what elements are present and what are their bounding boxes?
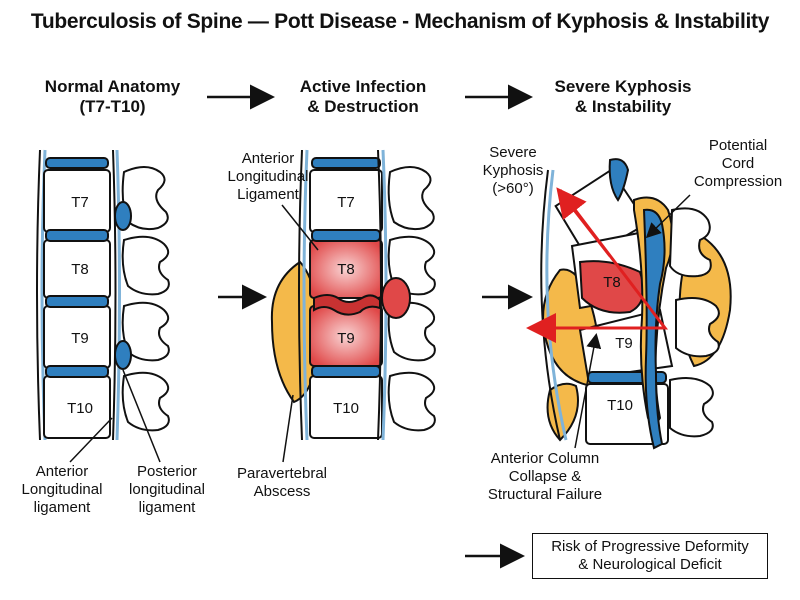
leader-line [69, 417, 113, 463]
intervertebral-disc [45, 295, 109, 308]
infection-spine [270, 149, 436, 441]
label-posterior-ligament-normal: Posterior longitudinal ligament [112, 463, 222, 517]
risk-line: Risk of Progressive Deformity [551, 538, 749, 555]
label-paravertebral-abscess: Paravertebral Abscess [222, 465, 342, 501]
leader-line [282, 394, 294, 463]
vertebra-label: T8 [603, 274, 621, 291]
vertebra-label: T7 [71, 194, 89, 211]
label-line: Posterior [136, 463, 198, 480]
label-severe-kyphosis: Severe Kyphosis (>60°) [468, 144, 558, 198]
diagram-title: Tuberculosis of Spine — Pott Disease - M… [30, 10, 770, 33]
label-line: Potential [708, 137, 768, 154]
label-line: Anterior Column [490, 450, 600, 467]
label-line: Longitudinal [21, 481, 103, 498]
intervertebral-disc [45, 365, 109, 378]
intervertebral-disc [45, 157, 109, 169]
label-line: ligament [138, 499, 196, 516]
vertebra-label: T8 [71, 261, 89, 278]
vertebra-label: T8 [337, 261, 355, 278]
vertebra-label: T10 [67, 400, 93, 417]
cord-pointer-arrow [645, 194, 691, 239]
column-heading-line: & Instability [574, 97, 672, 116]
label-anterior-column-collapse: Anterior Column Collapse & Structural Fa… [470, 450, 620, 504]
vertebra-label: T9 [71, 330, 89, 347]
label-line: ligament [33, 499, 91, 516]
column-heading-line: (T7-T10) [79, 97, 146, 116]
vertebra-label: T10 [607, 397, 633, 414]
vertebra-label: T10 [333, 400, 359, 417]
column-heading-line: Active Infection [299, 77, 427, 96]
leader-line [281, 204, 319, 251]
label-line: Severe [489, 144, 537, 161]
column-heading-line: Normal Anatomy [44, 77, 181, 96]
vertebra-label: T9 [337, 330, 355, 347]
column-heading-infection: Active Infection & Destruction [288, 77, 438, 117]
label-anterior-ligament-normal: Anterior Longitudinal ligament [2, 463, 122, 517]
label-line: Collapse & [508, 468, 582, 485]
label-line: Kyphosis [482, 162, 544, 179]
label-line: (>60°) [492, 180, 534, 197]
label-line: Anterior [241, 150, 295, 167]
vertebra-label: T9 [615, 335, 633, 352]
label-line: Longitudinal [227, 168, 309, 185]
risk-box: Risk of Progressive Deformity & Neurolog… [532, 533, 768, 579]
column-heading-line: & Destruction [307, 97, 419, 116]
label-line: longitudinal [129, 481, 205, 498]
leader-line [122, 369, 161, 463]
collapse-pointer-arrow [574, 333, 602, 449]
vertebra-label: T7 [337, 194, 355, 211]
label-line: Structural Failure [487, 486, 603, 503]
label-line: Abscess [253, 483, 311, 500]
label-line: Anterior [35, 463, 89, 480]
label-line: Compression [693, 173, 783, 190]
intervertebral-disc [45, 229, 109, 242]
label-line: Paravertebral [236, 465, 328, 482]
risk-line: & Neurological Deficit [578, 556, 722, 573]
column-heading-normal: Normal Anatomy (T7-T10) [30, 77, 195, 117]
label-line: Cord [721, 155, 755, 172]
label-line: Ligament [237, 186, 299, 203]
column-heading-kyphosis: Severe Kyphosis & Instability [548, 77, 698, 117]
normal-spine [36, 149, 170, 441]
kyphosis-arrow-up [556, 187, 612, 257]
column-heading-line: Severe Kyphosis [554, 77, 692, 96]
label-anterior-ligament-infection: Anterior Longitudinal Ligament [213, 150, 323, 204]
label-cord-compression: Potential Cord Compression [678, 137, 798, 191]
